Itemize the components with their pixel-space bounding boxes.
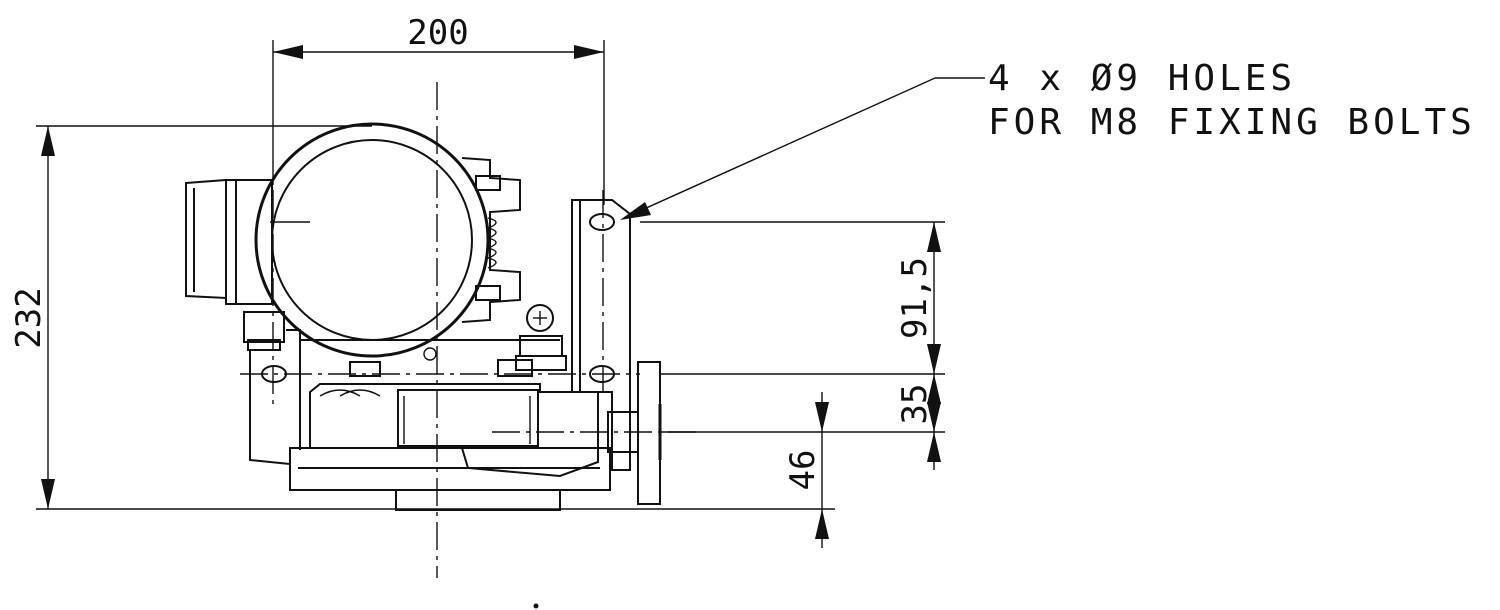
- note-line-1: 4 x Ø9 HOLES: [988, 58, 1296, 99]
- dimension-lower-offset-value: 35: [895, 384, 935, 425]
- hole-note: 4 x Ø9 HOLES FOR M8 FIXING BOLTS: [620, 58, 1476, 220]
- note-line-2: FOR M8 FIXING BOLTS: [988, 102, 1476, 143]
- dimension-axis-height-value: 46: [783, 450, 823, 491]
- dimension-width: 200: [272, 13, 605, 205]
- dimension-height: 232: [9, 125, 390, 510]
- sheet-mark: [533, 603, 539, 609]
- dimension-height-value: 232: [9, 287, 49, 348]
- dimension-hole-spacing-value: 91,5: [895, 257, 935, 339]
- throttle-body-outline: [185, 122, 662, 511]
- dimension-hole-spacing: 91,5 35: [640, 221, 945, 470]
- dimension-width-value: 200: [407, 13, 468, 53]
